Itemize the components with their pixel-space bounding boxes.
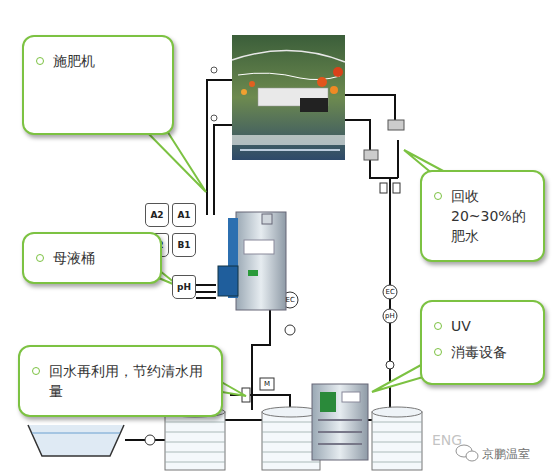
stock-bucket: B1 xyxy=(172,233,196,257)
callout-box: 回水再利用，节约清水用量 xyxy=(18,345,223,417)
bucket-label: A2 xyxy=(150,210,163,220)
fertigation-machine xyxy=(218,212,286,310)
callout-box: UV 消毒设备 xyxy=(420,300,545,385)
callout-box: 施肥机 xyxy=(22,35,174,135)
callout-row: 施肥机 xyxy=(36,51,162,71)
greenhouse-photo xyxy=(232,35,345,160)
callout-row: 回水再利用，节约清水用量 xyxy=(32,361,211,401)
callout-text: 回水再利用，节约清水用量 xyxy=(49,361,211,401)
sensor-label: M xyxy=(264,380,270,388)
callout-text: 母液桶 xyxy=(53,248,95,268)
callout-text: 施肥机 xyxy=(53,51,95,71)
callout-row: 母液桶 xyxy=(36,248,150,268)
bucket-label: B1 xyxy=(177,240,190,250)
callout-row: UV xyxy=(434,316,533,336)
bullet-ring xyxy=(32,367,40,375)
callout-text: 消毒设备 xyxy=(451,342,507,362)
bullet-ring xyxy=(36,254,44,262)
callout-box: 回收20~30%的肥水 xyxy=(420,170,545,262)
sensor-circles xyxy=(282,285,397,323)
watermark: ENG xyxy=(432,432,462,448)
bucket-label: pH xyxy=(177,282,191,292)
bullet-ring xyxy=(434,192,442,200)
callout-text: 回收20~30%的肥水 xyxy=(451,186,533,246)
bullet-ring xyxy=(434,322,442,330)
uv-unit xyxy=(312,384,368,460)
sensor-label: pH xyxy=(385,312,395,320)
callout-row: 回收20~30%的肥水 xyxy=(434,186,533,246)
photo-detail xyxy=(232,50,345,150)
callout-text: UV xyxy=(451,316,471,336)
callout-row: 消毒设备 xyxy=(434,342,533,362)
stock-bucket: A2 xyxy=(145,203,169,227)
bullet-ring xyxy=(434,348,442,356)
sensor-label: EC xyxy=(386,288,395,296)
callout-box: 母液桶 xyxy=(22,232,162,284)
stock-bucket: pH xyxy=(172,275,196,299)
watermark: 京鹏温室 xyxy=(482,446,530,463)
stock-bucket: A1 xyxy=(172,203,196,227)
bullet-ring xyxy=(36,57,44,65)
bucket-label: A1 xyxy=(177,210,190,220)
sensor-label: EC xyxy=(286,296,295,304)
